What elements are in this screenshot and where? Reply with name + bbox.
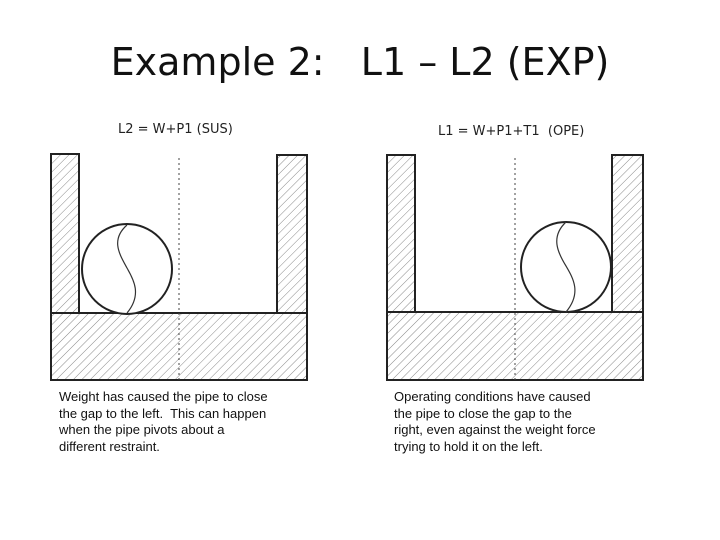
right-guide-wall bbox=[611, 154, 644, 313]
left-guide-wall bbox=[50, 153, 80, 314]
right-load-case-label: L1 = W+P1+T1 (OPE) bbox=[438, 124, 585, 139]
right-restraint-diagram bbox=[386, 154, 644, 381]
left-guide-wall bbox=[386, 154, 416, 313]
left-load-case-label: L2 = W+P1 (SUS) bbox=[118, 122, 233, 137]
left-restraint-diagram bbox=[50, 153, 308, 381]
right-caption: Operating conditions have caused the pip… bbox=[394, 389, 596, 454]
right-guide-wall bbox=[276, 154, 308, 314]
slide-title: Example 2: L1 – L2 (EXP) bbox=[110, 40, 610, 84]
left-caption: Weight has caused the pipe to close the … bbox=[59, 389, 268, 454]
pipe-centerline-curve bbox=[556, 221, 576, 313]
pipe-centerline-curve bbox=[117, 224, 137, 314]
